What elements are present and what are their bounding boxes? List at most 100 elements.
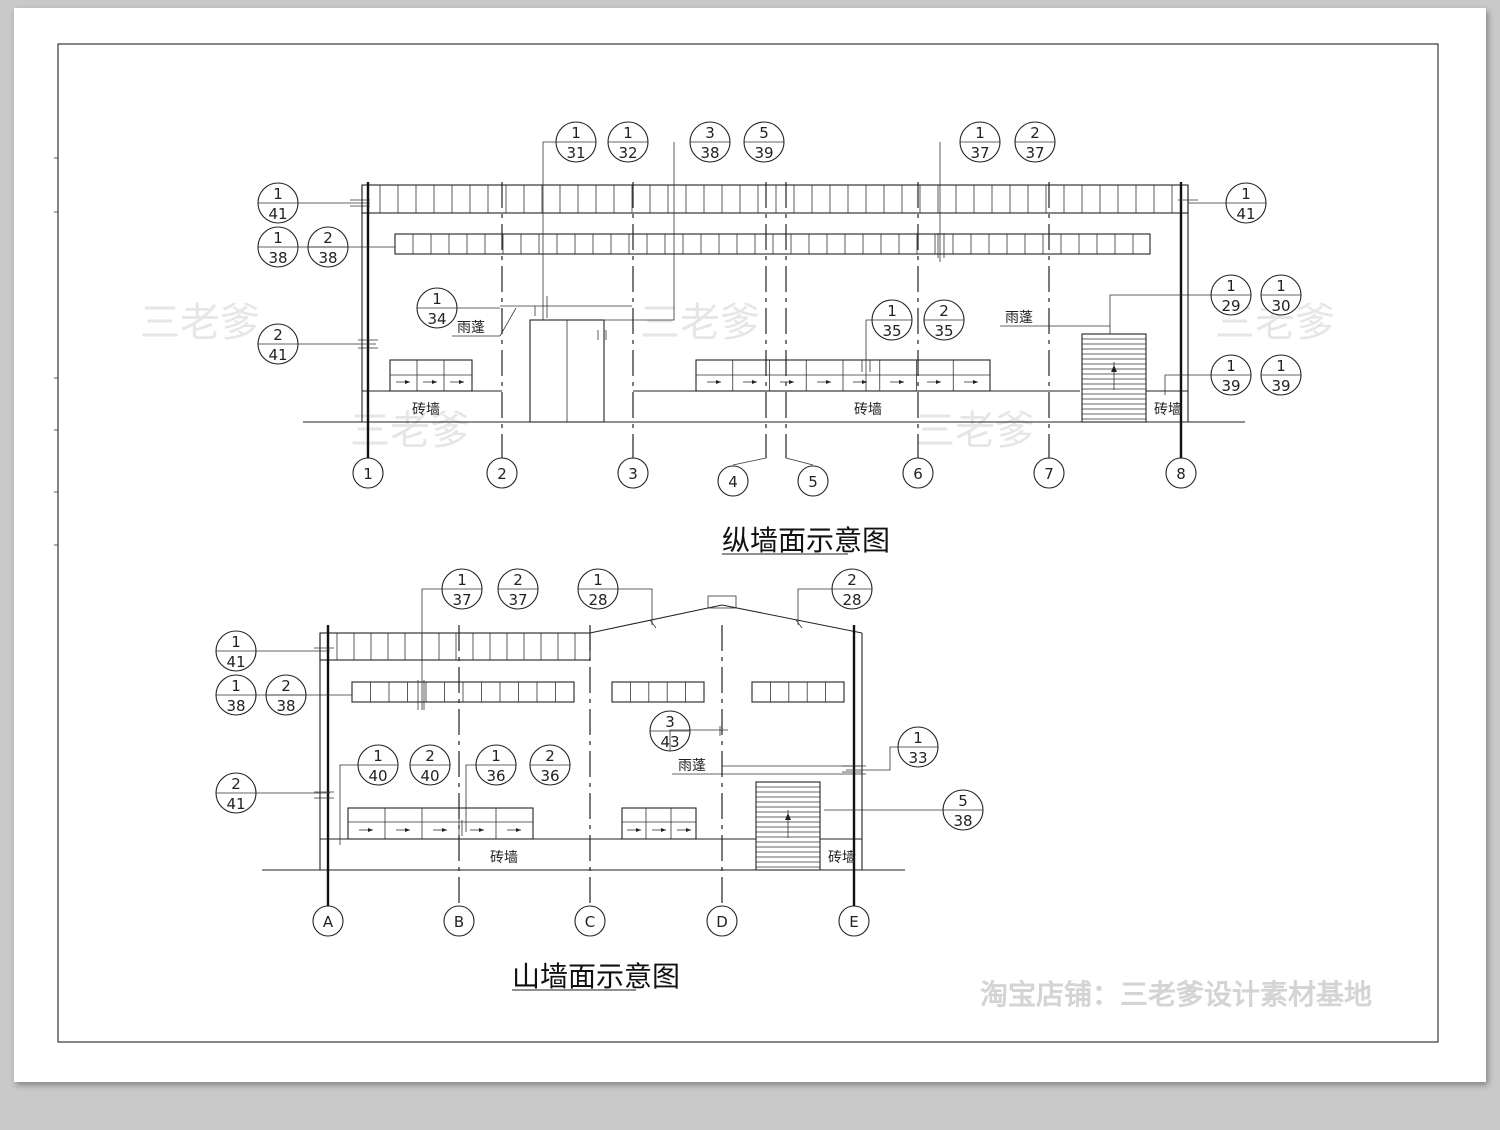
watermark-text: 三老爹 (640, 300, 760, 346)
callout-detail-number: 1 (887, 302, 897, 320)
callout-detail-number: 2 (513, 571, 523, 589)
callout-sheet-number: 41 (268, 346, 287, 364)
watermarks: 三老爹 三老爹 三老爹 三老爹 三老爹 淘宝店铺：三老爹设计素材基地 (140, 300, 1372, 1011)
axis-label: E (849, 913, 858, 931)
axis-label: B (454, 913, 464, 931)
callout-detail-number: 2 (425, 747, 435, 765)
brick-wall-label: 砖墙 (828, 850, 856, 866)
callout-detail-number: 2 (847, 571, 857, 589)
callout-sheet-number: 37 (452, 591, 471, 609)
callout-sheet-number: 30 (1271, 297, 1290, 315)
callout-detail-number: 1 (231, 677, 241, 695)
axis-label: 2 (497, 465, 507, 483)
window (621, 807, 697, 840)
axis-marker (574, 905, 606, 937)
gable-title: 山墙面示意图 (512, 960, 680, 993)
callout-sheet-number: 37 (1025, 144, 1044, 162)
axis-label: 3 (628, 465, 638, 483)
window (751, 681, 845, 703)
callout-sheet-number: 35 (882, 322, 901, 340)
callout-detail-number: 1 (571, 124, 581, 142)
upper-window-band (319, 632, 591, 661)
callout-detail-number: 1 (1276, 357, 1286, 375)
brick-wall-label: 砖墙 (1154, 402, 1182, 418)
callout-sheet-number: 39 (754, 144, 773, 162)
band-dividers (379, 185, 1173, 213)
axis-marker (617, 457, 649, 489)
callout-sheet-number: 29 (1221, 297, 1240, 315)
callout-sheet-number: 37 (508, 591, 527, 609)
axis-label: 5 (808, 473, 818, 491)
axis-marker (1165, 457, 1197, 489)
callout-sheet-number: 32 (618, 144, 637, 162)
callout-sheet-number: 38 (700, 144, 719, 162)
callout-detail-number: 1 (975, 124, 985, 142)
callout-sheet-number: 36 (540, 767, 559, 785)
callout-sheet-number: 41 (226, 795, 245, 813)
axis-label: 8 (1176, 465, 1186, 483)
callout-sheet-number: 41 (226, 653, 245, 671)
roll-up-door (1081, 333, 1147, 423)
callout-detail-number: 1 (1226, 277, 1236, 295)
callout-sheet-number: 41 (268, 205, 287, 223)
callout-sheet-number: 38 (276, 697, 295, 715)
callout-sheet-number: 37 (970, 144, 989, 162)
axis-label: 4 (728, 473, 738, 491)
callout-detail-number: 1 (623, 124, 633, 142)
watermark-text: 三老爹 (140, 300, 260, 346)
longitudinal-title: 纵墙面示意图 (722, 524, 890, 557)
callout-detail-number: 1 (1226, 357, 1236, 375)
canopy-label: 雨蓬 (678, 758, 706, 774)
callout-sheet-number: 39 (1221, 377, 1240, 395)
callout-sheet-number: 38 (318, 249, 337, 267)
callout-detail-number: 3 (705, 124, 715, 142)
axis-label: 7 (1044, 465, 1054, 483)
callout-sheet-number: 41 (1236, 205, 1255, 223)
callout-detail-number: 1 (457, 571, 467, 589)
callout-sheet-number: 28 (842, 591, 861, 609)
callout-detail-number: 1 (1276, 277, 1286, 295)
callout-sheet-number: 33 (908, 749, 927, 767)
upper-window-band (361, 184, 1189, 214)
callout-detail-number: 1 (273, 185, 283, 203)
window (389, 359, 473, 392)
axis-marker (1033, 457, 1065, 489)
callout-sheet-number: 34 (427, 310, 446, 328)
axis-marker (486, 457, 518, 489)
callout-sheet-number: 38 (268, 249, 287, 267)
callout-detail-number: 5 (958, 792, 968, 810)
axis-marker (312, 905, 344, 937)
axis-label: A (323, 913, 334, 931)
callout-detail-number: 1 (593, 571, 603, 589)
canopy-label: 雨蓬 (457, 320, 485, 336)
axis-marker (443, 905, 475, 937)
brick-wall-label: 砖墙 (412, 402, 440, 418)
callout-detail-number: 3 (665, 713, 675, 731)
axis-label: 1 (363, 465, 373, 483)
band-dividers (412, 234, 1134, 254)
roof-vent (707, 595, 737, 609)
callout-detail-number: 1 (1241, 185, 1251, 203)
watermark-text: 三老爹 (350, 408, 470, 454)
callout-sheet-number: 40 (368, 767, 387, 785)
axis-marker (352, 457, 384, 489)
roll-up-door (755, 781, 821, 871)
callout-detail-number: 2 (545, 747, 555, 765)
sheet-border (57, 43, 1439, 1043)
watermark-text: 三老爹 (915, 408, 1035, 454)
callout-detail-number: 2 (281, 677, 291, 695)
axis-marker (902, 457, 934, 489)
callout-detail-number: 2 (231, 775, 241, 793)
callout-detail-number: 2 (939, 302, 949, 320)
callout-detail-number: 2 (273, 326, 283, 344)
gable-roof (589, 604, 863, 634)
callout-detail-number: 1 (432, 290, 442, 308)
callout-detail-number: 1 (231, 633, 241, 651)
callout-sheet-number: 28 (588, 591, 607, 609)
axis-label: 6 (913, 465, 923, 483)
